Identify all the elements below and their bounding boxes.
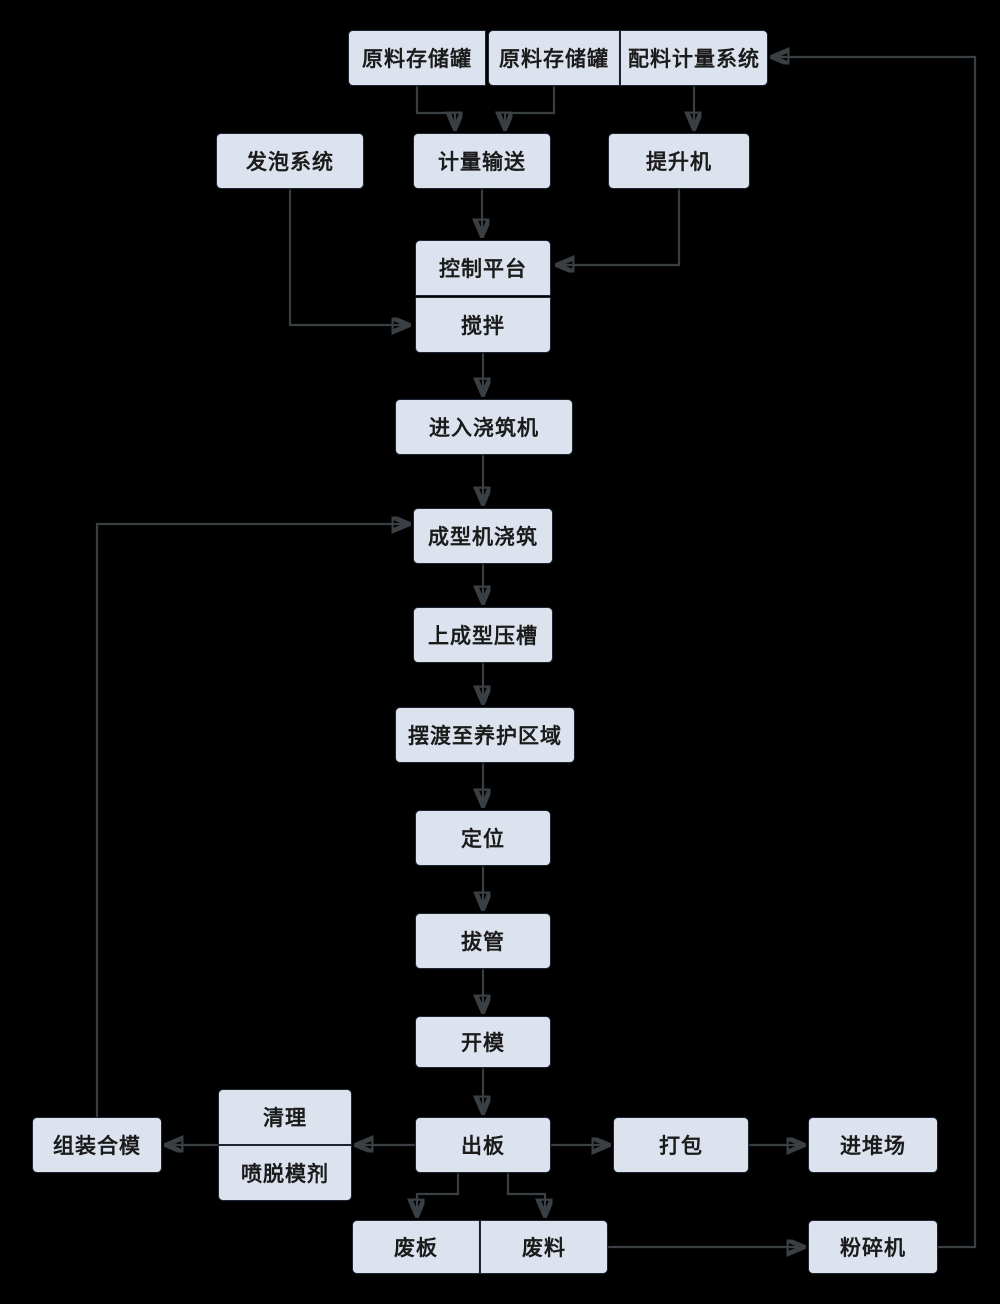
node-stacking-yard[interactable]: 进堆场 [808,1117,938,1173]
edge-crusher-batch [773,57,977,1249]
node-batch-system[interactable]: 配料计量系统 [620,30,768,86]
node-press-slot[interactable]: 上成型压槽 [413,607,553,663]
edge-tank1-metering [415,86,455,128]
node-raw-tank-1[interactable]: 原料存储罐 [348,30,486,86]
node-into-caster[interactable]: 进入浇筑机 [395,399,573,455]
node-elevator[interactable]: 提升机 [608,133,750,189]
node-metering[interactable]: 计量输送 [413,133,551,189]
node-casting[interactable]: 成型机浇筑 [413,508,553,564]
node-pull-tube[interactable]: 拔管 [415,913,551,969]
edge-assemble-casting [95,524,408,1117]
node-raw-tank-2[interactable]: 原料存储罐 [488,30,620,86]
node-out-board[interactable]: 出板 [415,1117,551,1173]
node-assemble-mold[interactable]: 组装合模 [32,1117,162,1173]
edge-foam-mixing [288,189,408,325]
node-cleaning[interactable]: 清理 [218,1089,352,1145]
node-foam-system[interactable]: 发泡系统 [216,133,364,189]
node-locating[interactable]: 定位 [415,810,551,866]
node-waste-mat[interactable]: 废料 [480,1220,608,1274]
edge-out-wasteboard [417,1173,460,1215]
node-demould[interactable]: 开模 [415,1016,551,1068]
node-spray-release[interactable]: 喷脱模剂 [218,1145,352,1201]
node-mixing[interactable]: 搅拌 [415,297,551,353]
node-control-table[interactable]: 控制平台 [415,240,551,296]
edge-out-wastemat [506,1173,545,1215]
node-waste-board[interactable]: 废板 [352,1220,480,1274]
node-ferry-cure[interactable]: 摆渡至养护区域 [395,707,575,763]
node-packing[interactable]: 打包 [613,1117,749,1173]
node-crusher[interactable]: 粉碎机 [808,1220,938,1274]
edge-tank2-metering [505,86,556,128]
edge-elevator-control [558,189,681,265]
